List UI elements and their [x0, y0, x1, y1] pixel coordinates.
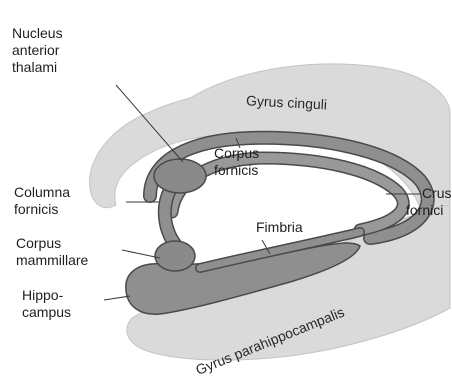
- label-fimbria: Fimbria: [256, 219, 303, 235]
- gyrus-cinguli-region: [90, 64, 450, 230]
- label-nucleus-anterior-thalami: Nucleus anterior thalami: [12, 25, 66, 75]
- label-corpus-mammillare: Corpus mammillare: [16, 235, 89, 268]
- leader-hippocampus: [104, 296, 130, 300]
- label-hippocampus: Hippo- campus: [22, 287, 71, 320]
- leader-corpus-mammillare: [122, 250, 160, 258]
- label-corpus-fornicis: Corpus fornicis: [214, 145, 263, 178]
- label-columna-fornicis: Columna fornicis: [14, 184, 74, 217]
- nucleus-anterior-thalami-shape: [154, 159, 206, 193]
- corpus-mammillare-shape: [155, 241, 195, 271]
